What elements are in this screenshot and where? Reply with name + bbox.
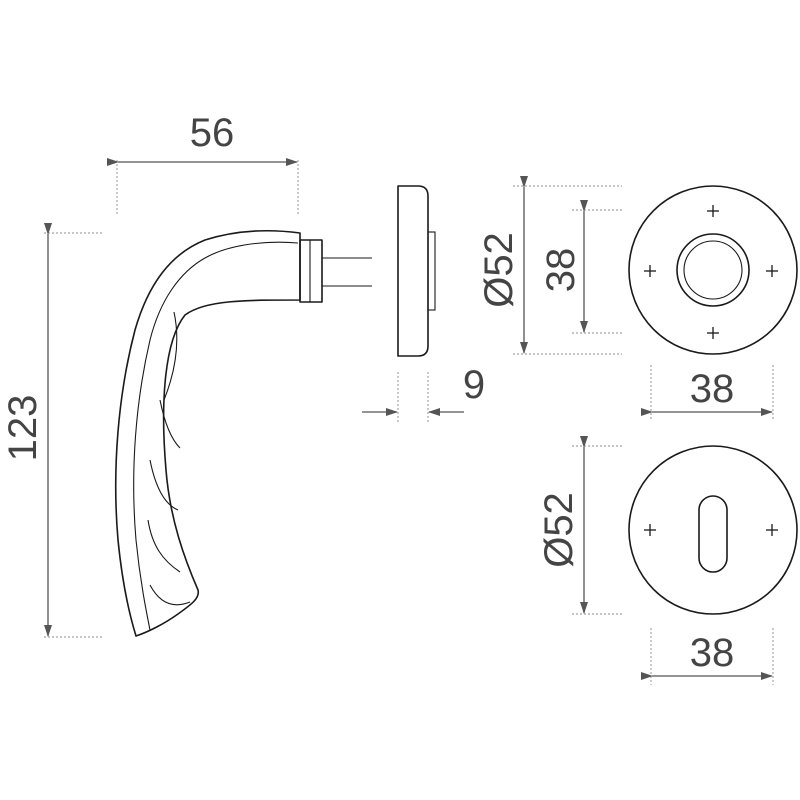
dim-rose-inner: 38 (539, 200, 622, 334)
escutcheon-front-view (628, 445, 798, 615)
dim-handle-width: 56 (107, 111, 299, 216)
handle-facet-2 (159, 399, 181, 449)
handle-collar (299, 239, 323, 303)
escutcheon-screw-right (766, 524, 778, 536)
dim-rose-width: 38 (641, 365, 774, 420)
dim-escutcheon-width: 38 (641, 628, 774, 685)
handle-width-label: 56 (190, 111, 235, 155)
dim-rosette-thickness: 9 (362, 363, 485, 424)
rosette-side-outline (397, 185, 429, 357)
rosette-boss (427, 231, 436, 311)
rose-front-view (628, 185, 798, 355)
rose-width-label: 38 (690, 367, 735, 411)
rosette-thickness-label: 9 (463, 363, 485, 407)
screw-mark-top (707, 205, 719, 217)
handle-inner-edge (133, 241, 299, 631)
screw-mark-right (766, 265, 778, 277)
handle-facet-3 (149, 459, 179, 511)
rose-bore-outer (676, 233, 750, 307)
escutcheon-screw-left (644, 524, 656, 536)
handle-facet-4 (147, 519, 181, 573)
escutcheon-outer-circle (628, 445, 798, 615)
handle-height-label: 123 (1, 395, 45, 462)
escutcheon-width-label: 38 (690, 631, 735, 675)
rosette-side-view (397, 185, 436, 357)
keyhole-slot (698, 495, 728, 573)
screw-mark-bottom (707, 327, 719, 339)
dim-handle-height: 123 (1, 223, 102, 638)
screw-mark-left (644, 265, 656, 277)
rose-bore-inner (683, 240, 743, 300)
handle-facet-5 (149, 584, 191, 606)
handle-outline (114, 229, 301, 637)
handle-facet-1 (163, 311, 178, 401)
dim-escutcheon-diameter: Ø52 (537, 436, 622, 615)
escutcheon-diameter-label: Ø52 (537, 492, 581, 568)
rose-diameter-label: Ø52 (477, 232, 521, 308)
rose-outer-circle (628, 185, 798, 355)
rose-inner-label: 38 (539, 248, 583, 293)
dim-rose-diameter: Ø52 (477, 176, 622, 355)
lever-handle (114, 229, 372, 637)
